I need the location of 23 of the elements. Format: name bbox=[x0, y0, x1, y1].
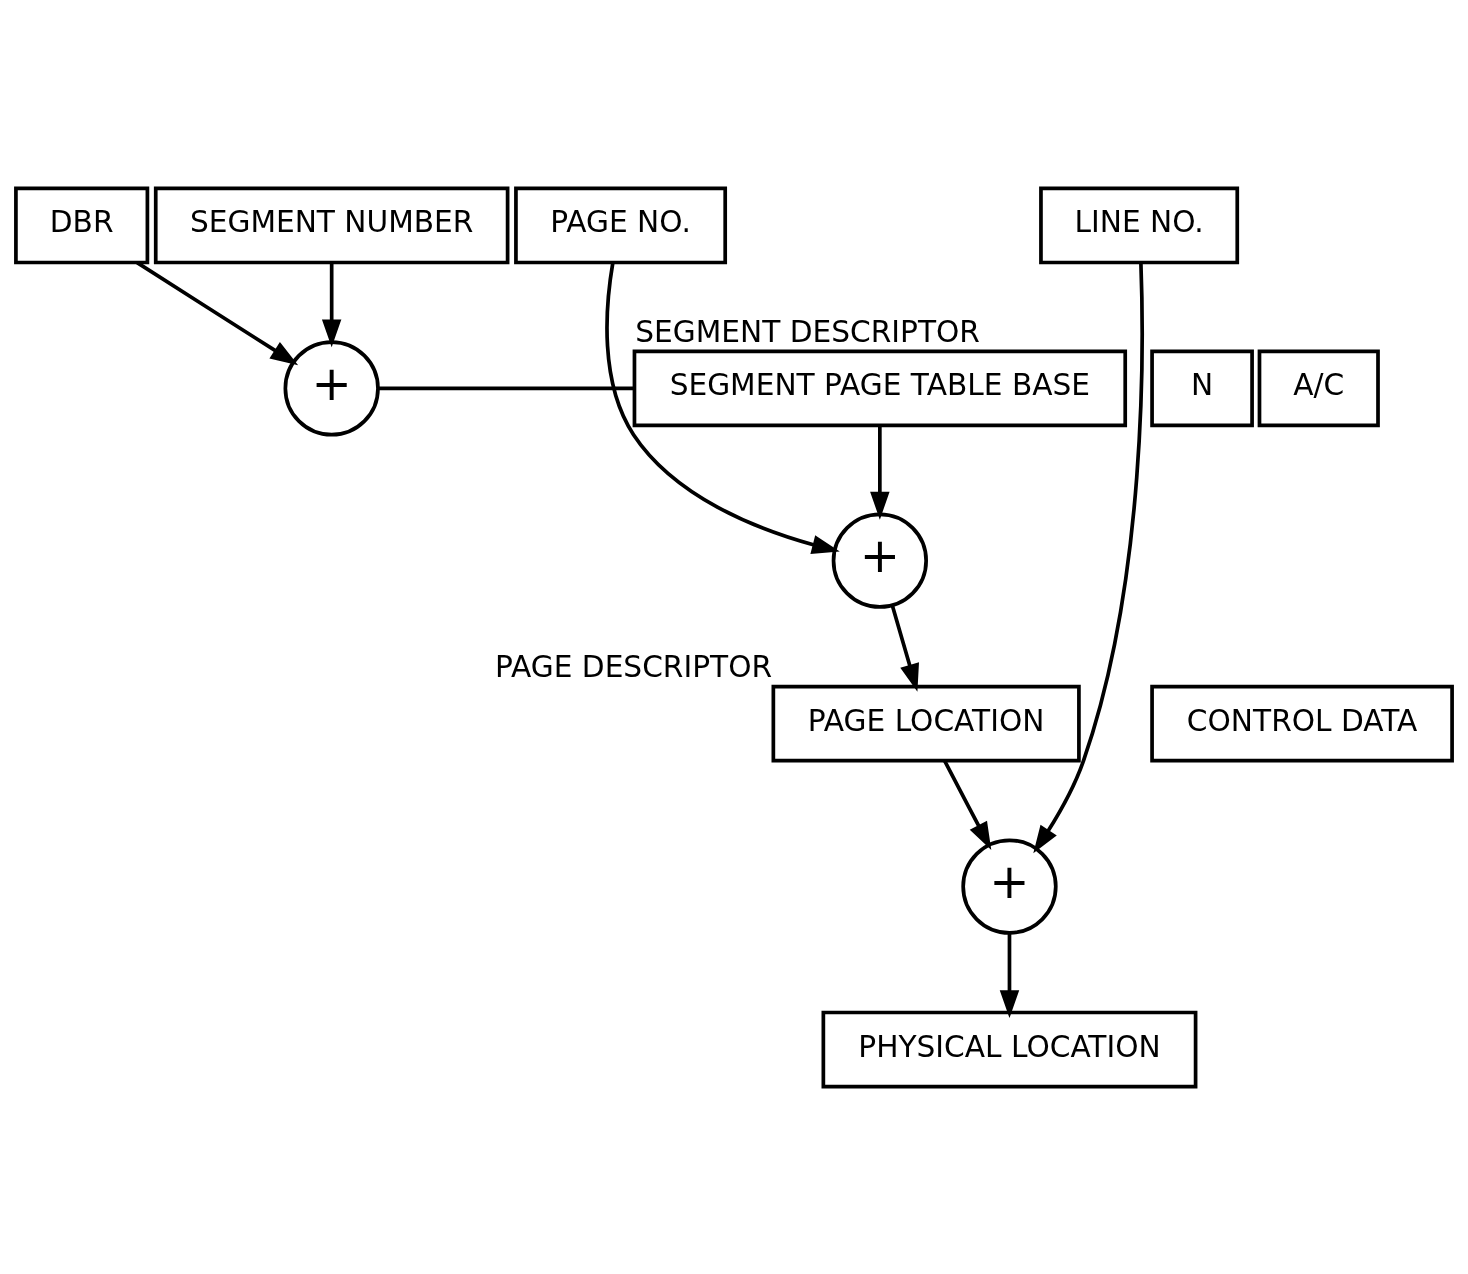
node-box: PAGE LOCATION bbox=[771, 684, 1081, 762]
node-box: LINE NO. bbox=[1039, 186, 1240, 264]
node-circle: + bbox=[831, 512, 928, 609]
node-box: SEGMENT NUMBER bbox=[153, 186, 510, 264]
node-circle: + bbox=[961, 837, 1058, 935]
arrow bbox=[1033, 262, 1144, 853]
node-box: PAGE NO. bbox=[514, 186, 728, 264]
arrow bbox=[605, 262, 840, 554]
node-box: SEGMENT PAGE TABLE BASE bbox=[632, 349, 1128, 427]
node-box: A/C bbox=[1257, 349, 1380, 427]
arrow bbox=[943, 759, 992, 850]
arrow bbox=[999, 933, 1020, 1018]
node-box: N bbox=[1150, 349, 1254, 427]
connector bbox=[378, 386, 635, 390]
node-box: DBR bbox=[14, 186, 150, 264]
node-box: CONTROL DATA bbox=[1150, 684, 1454, 762]
node-box: PHYSICAL LOCATION bbox=[821, 1010, 1198, 1088]
node-label: PAGE DESCRIPTOR bbox=[495, 648, 773, 684]
node-label: SEGMENT DESCRIPTOR bbox=[635, 313, 980, 349]
arrow bbox=[890, 605, 919, 692]
arrow bbox=[321, 262, 342, 347]
node-circle: + bbox=[283, 339, 380, 437]
arrow bbox=[870, 425, 890, 520]
